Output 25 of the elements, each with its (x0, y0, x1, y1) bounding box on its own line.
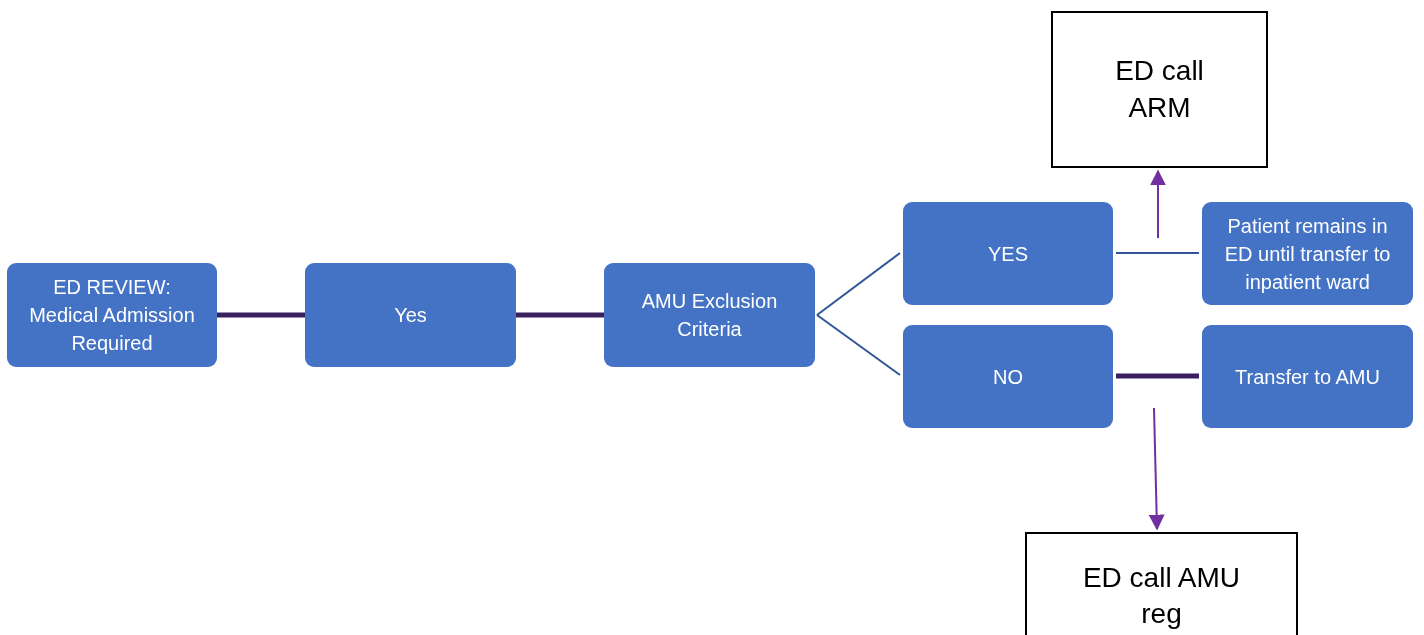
arrow (1150, 169, 1166, 239)
connector-line (1115, 252, 1200, 254)
node-text: NO (993, 364, 1023, 390)
connector-line (1116, 373, 1199, 379)
connector-line (217, 312, 305, 318)
node-text: Transfer to AMU (1235, 364, 1380, 390)
process-box (7, 263, 217, 367)
process-box (305, 263, 516, 367)
action-box (1051, 11, 1268, 168)
node-text: AMU Exclusion Criteria (640, 289, 779, 342)
node-text: Patient remains in ED until transfer to inpatient ward (1223, 213, 1392, 295)
node-text: YES (988, 241, 1028, 267)
outcome-box (1202, 325, 1413, 428)
node-text: ED REVIEW: Medical Admission Required (28, 275, 196, 356)
node-text: Yes (394, 303, 427, 328)
node-text: ED call AMU reg (1081, 561, 1242, 632)
answer-box (903, 325, 1113, 428)
node-text: ED call ARM (1114, 54, 1205, 125)
answer-box (903, 202, 1113, 305)
decision-box (604, 263, 815, 367)
connector-line (516, 312, 604, 318)
arrow (1148, 407, 1165, 531)
connector-line (816, 252, 901, 316)
outcome-box (1202, 202, 1413, 305)
connector-line (816, 314, 901, 376)
